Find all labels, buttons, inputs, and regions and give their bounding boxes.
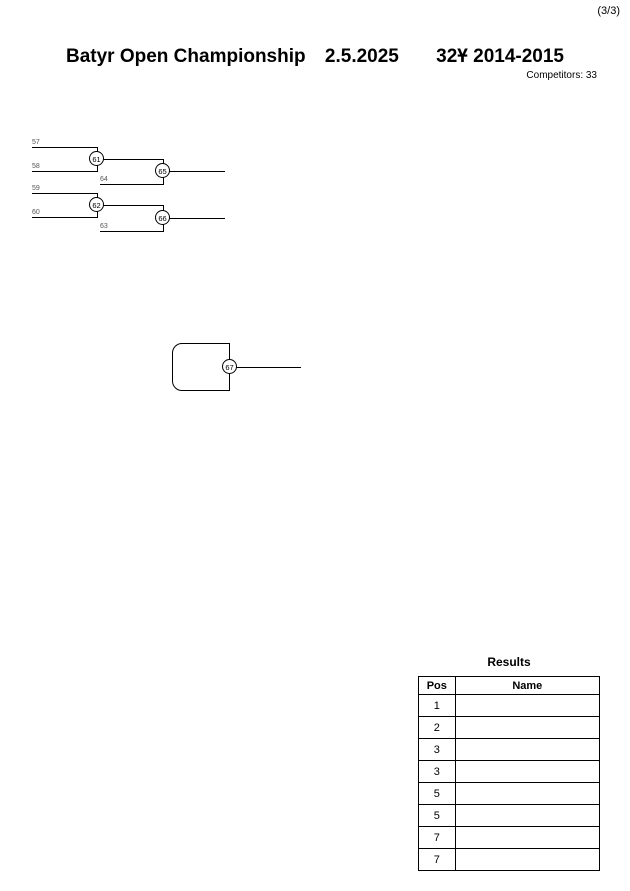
table-row: 1: [418, 694, 601, 717]
results-name-cell: [454, 760, 601, 783]
title-event: Batyr Open Championship: [65, 46, 306, 67]
bracket-line: [100, 184, 163, 185]
results-pos-cell: 3: [418, 760, 456, 783]
bracket-line: [163, 171, 225, 172]
match-node-67: 67: [222, 359, 237, 374]
page-title: Batyr Open Championship 2.5.2025 32Ұ 201…: [0, 46, 630, 68]
results-pos-cell: 5: [418, 804, 456, 827]
slot-label-60: 60: [32, 209, 40, 216]
competitors-count: Competitors: 33: [526, 70, 597, 81]
bracket-line: [32, 171, 97, 172]
slot-label-64: 64: [100, 176, 108, 183]
results-name-cell: [454, 738, 601, 761]
match-node-66: 66: [155, 210, 170, 225]
match-node-61: 61: [89, 151, 104, 166]
results-name-cell: [454, 848, 601, 871]
bracket-line: [97, 159, 163, 160]
results-pos-cell: 1: [418, 694, 456, 717]
results-name-cell: [454, 782, 601, 805]
slot-label-57: 57: [32, 139, 40, 146]
bracket-line: [163, 218, 225, 219]
bracket-line: [97, 205, 163, 206]
slot-label-58: 58: [32, 163, 40, 170]
table-row: 5: [418, 782, 601, 805]
results-col-name: Name: [454, 676, 601, 695]
results-title: Results: [487, 655, 531, 669]
title-date: 2.5.2025: [324, 46, 399, 67]
slot-label-63: 63: [100, 223, 108, 230]
table-row: 3: [418, 760, 601, 783]
slot-label-59: 59: [32, 185, 40, 192]
match-node-62: 62: [89, 197, 104, 212]
table-row: 7: [418, 848, 601, 871]
results-table: Pos Name 1 2 3 3 5 5 7: [418, 676, 601, 871]
table-row: 5: [418, 804, 601, 827]
results-pos-cell: 3: [418, 738, 456, 761]
page-indicator: (3/3): [597, 5, 620, 17]
bracket-line: [32, 147, 97, 148]
results-name-cell: [454, 716, 601, 739]
table-row: 3: [418, 738, 601, 761]
results-pos-cell: 7: [418, 826, 456, 849]
table-row: 7: [418, 826, 601, 849]
results-header-row: Pos Name: [418, 676, 601, 695]
bracket-line: [100, 231, 163, 232]
results-name-cell: [454, 826, 601, 849]
match-node-65: 65: [155, 163, 170, 178]
results-col-pos: Pos: [418, 676, 456, 695]
title-category: 32Ұ 2014-2015: [436, 46, 564, 67]
results-name-cell: [454, 804, 601, 827]
table-row: 2: [418, 716, 601, 739]
bracket-line: [32, 217, 97, 218]
results-pos-cell: 7: [418, 848, 456, 871]
bracket-line: [230, 367, 301, 368]
bracket-line: [32, 193, 97, 194]
results-name-cell: [454, 694, 601, 717]
results-pos-cell: 5: [418, 782, 456, 805]
results-pos-cell: 2: [418, 716, 456, 739]
